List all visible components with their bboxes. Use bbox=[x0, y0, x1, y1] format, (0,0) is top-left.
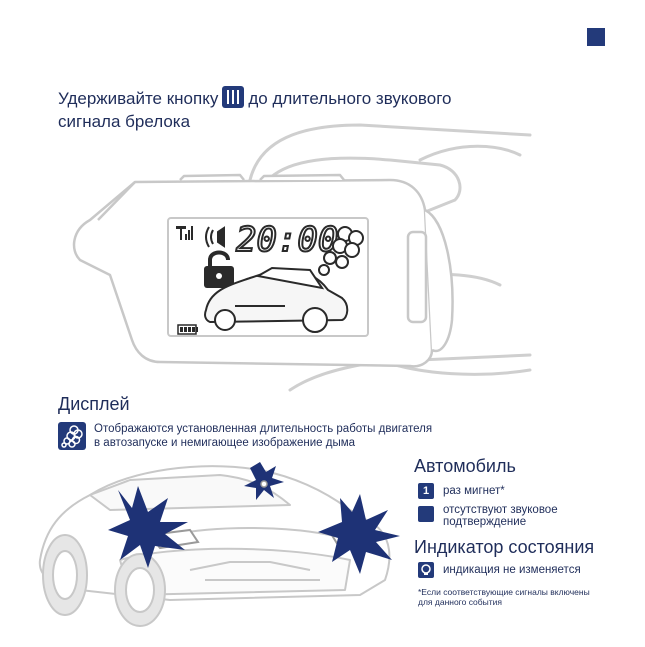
car-illustration bbox=[38, 462, 400, 627]
blink-text: раз мигнет* bbox=[443, 485, 505, 497]
sound-text: отсутствуют звуковое подтверждение bbox=[443, 504, 558, 528]
sound-icon bbox=[205, 226, 225, 248]
car-legend-title: Автомобиль bbox=[414, 456, 516, 476]
smoke-icon bbox=[318, 226, 364, 276]
button-three-icon bbox=[222, 86, 245, 108]
signal-icon bbox=[176, 226, 193, 240]
key-fob-illustration: 20:00 bbox=[72, 123, 532, 392]
display-description: Отображаются установленная длительность … bbox=[94, 423, 433, 449]
instruction-text: Удерживайте кнопку до длительного звуково… bbox=[58, 86, 538, 133]
smoke-indicator-icon bbox=[58, 422, 86, 450]
instruction-part3: сигнала брелока bbox=[58, 112, 191, 131]
status-legend-title: Индикатор состояния bbox=[414, 537, 595, 557]
lock-icon bbox=[204, 250, 234, 288]
lcd-time: 20:00 bbox=[236, 220, 338, 260]
sound-badge bbox=[418, 506, 434, 522]
blink-count-badge: 1 bbox=[418, 483, 434, 499]
corner-marker bbox=[587, 28, 605, 46]
car-wheels bbox=[42, 534, 166, 627]
status-text: индикация не изменяется bbox=[443, 564, 581, 576]
battery-icon bbox=[177, 324, 198, 335]
dashboard-led bbox=[260, 480, 268, 488]
display-section-title: Дисплей bbox=[58, 394, 130, 414]
status-lamp-icon bbox=[418, 562, 434, 578]
footnote: *Если соответствующие сигналы включены д… bbox=[418, 587, 590, 607]
lcd-car-icon bbox=[204, 266, 349, 333]
instruction-part1: Удерживайте кнопку bbox=[58, 89, 219, 108]
instruction-part2: до длительного звукового bbox=[248, 89, 452, 108]
